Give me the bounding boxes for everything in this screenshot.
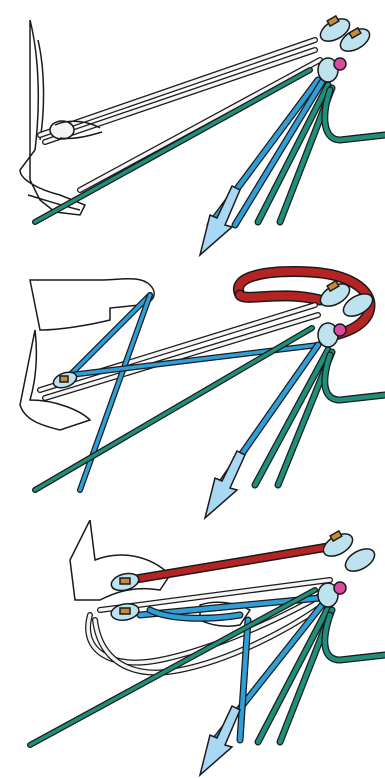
panel-2-drawing xyxy=(0,260,385,520)
carabiners xyxy=(317,14,374,82)
illustration-panel-3 xyxy=(0,520,385,778)
illustration-panel-2 xyxy=(0,260,385,520)
panel-3-drawing xyxy=(0,520,385,778)
white-coil xyxy=(88,580,330,673)
down-arrow xyxy=(200,706,240,775)
red-sling xyxy=(130,545,340,580)
illustration-panel-1 xyxy=(0,0,385,260)
down-arrow xyxy=(205,451,245,518)
panel-1-drawing xyxy=(0,0,385,260)
climber-arm xyxy=(20,20,85,215)
